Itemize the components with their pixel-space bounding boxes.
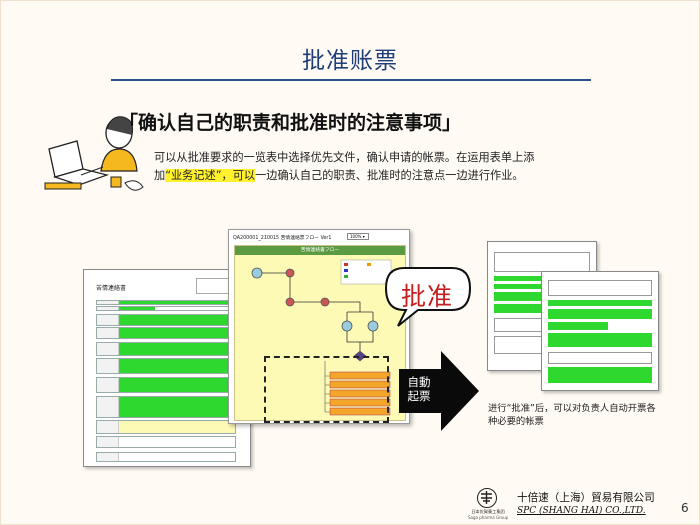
company-name-en: SPC (SHANG HAI) CO.,LTD. bbox=[517, 506, 646, 516]
company-name-cn: 十倍速（上海）貿易有限公司 bbox=[517, 492, 655, 504]
page-number: 6 bbox=[681, 501, 689, 515]
approval-flow-window: QA200001_210015 苦情連絡票フロー Ver1 100% ▾ 苦情連… bbox=[228, 229, 410, 424]
complaint-form-document: 苦情連絡書 bbox=[83, 269, 251, 467]
form-row bbox=[96, 327, 236, 339]
page-title: 批准账票 bbox=[302, 48, 398, 74]
flow-title-bar: 苦情連絡書フロー bbox=[235, 246, 405, 255]
auto-issue-highlight-box bbox=[264, 356, 389, 423]
description-highlight: “业务记述”，可以 bbox=[165, 169, 256, 182]
arrow-label-line-2: 起票 bbox=[407, 389, 431, 403]
logo-caption-en: Saga pharma Group bbox=[468, 515, 509, 520]
company-logo-icon bbox=[477, 488, 497, 508]
issued-form-front bbox=[541, 271, 659, 391]
form-row bbox=[96, 396, 236, 418]
flow-canvas: 苦情連絡書フロー bbox=[234, 245, 406, 421]
description-line-2-post: 一边确认自己的职责、批准时的注意点一边进行作业。 bbox=[255, 169, 524, 182]
form-row bbox=[96, 452, 236, 462]
form-row bbox=[96, 358, 236, 374]
speech-bubble bbox=[384, 267, 472, 327]
form-title: 苦情連絡書 bbox=[96, 285, 127, 292]
result-description: 进行“批准”后，可以对负责人自动开票各种必要的帐票 bbox=[488, 403, 656, 427]
form-row bbox=[96, 420, 236, 434]
auto-issue-arrow bbox=[399, 351, 479, 431]
bubble-text: 批准 bbox=[400, 282, 453, 311]
zoom-select[interactable]: 100% ▾ bbox=[347, 233, 369, 240]
arrow-label-line-1: 自動 bbox=[407, 375, 431, 389]
section-subtitle: 「确认自己的职责和批准时的注意事项」 bbox=[119, 112, 462, 134]
form-row bbox=[96, 300, 236, 305]
logo-caption-cn: 日本佐賀藥工集团 bbox=[471, 509, 505, 514]
description-line-1: 可以从批准要求的一览表中选择优先文件，确认申请的帐票。在运用表单上添 bbox=[154, 151, 535, 164]
form-row bbox=[96, 342, 236, 356]
form-row bbox=[96, 306, 236, 311]
form-row bbox=[96, 436, 236, 448]
form-row bbox=[96, 377, 236, 393]
flow-diagram bbox=[251, 259, 392, 416]
title-underline bbox=[111, 79, 591, 81]
description: 可以从批准要求的一览表中选择优先文件，确认申请的帐票。在运用表单上添 加“业务记… bbox=[154, 149, 644, 185]
arrow-label: 自動 起票 bbox=[398, 375, 440, 403]
flow-window-header: QA200001_210015 苦情連絡票フロー Ver1 bbox=[233, 236, 332, 241]
description-line-2: 加“业务记述”，可以一边确认自己的职责、批准时的注意点一边进行作业。 bbox=[154, 167, 644, 185]
description-line-2-pre: 加 bbox=[154, 169, 166, 182]
form-row bbox=[96, 314, 236, 326]
person-at-laptop-illustration bbox=[44, 116, 144, 191]
